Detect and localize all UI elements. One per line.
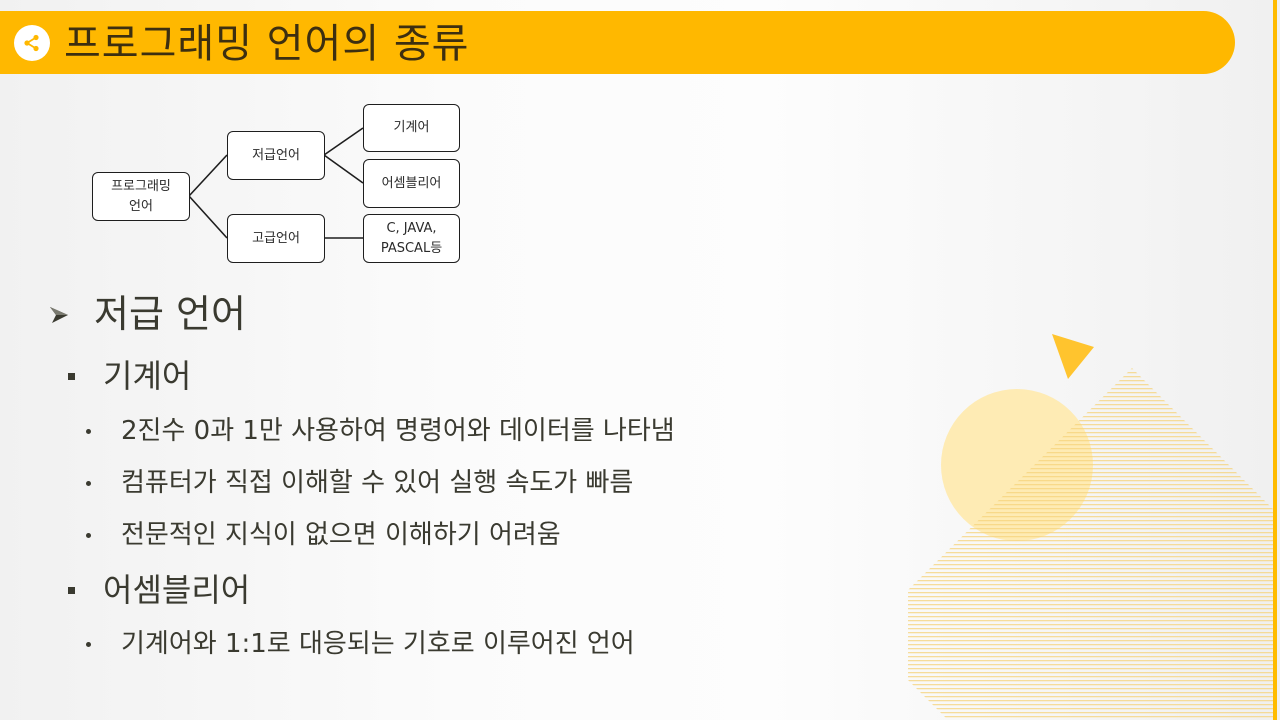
right-edge-accent-line [1273, 0, 1277, 720]
list-item-text: 2진수 0과 1만 사용하여 명령어와 데이터를 나타냄 [121, 416, 675, 446]
node-label-line2: 언어 [129, 198, 153, 214]
list-item: 컴퓨터가 직접 이해할 수 있어 실행 속도가 빠름 [86, 466, 633, 500]
diagram-connectors [188, 127, 364, 239]
node-label: 저급언어 [252, 147, 300, 163]
node-machine-language: 기계어 [363, 104, 460, 152]
node-label: 고급언어 [252, 230, 300, 246]
decor-hatched-diamond [908, 368, 1273, 720]
node-high-level-examples: C, JAVA, PASCAL등 [363, 214, 460, 263]
node-low-level-language: 저급언어 [227, 131, 325, 180]
decor-triangle [1052, 334, 1094, 379]
node-high-level-language: 고급언어 [227, 214, 325, 263]
node-label-line1: C, JAVA, [386, 220, 437, 236]
node-label-line1: 프로그래밍 [111, 178, 171, 194]
square-bullet-icon [68, 586, 75, 594]
title-bar [0, 11, 1235, 74]
dot-bullet-icon [86, 480, 91, 486]
square-bullet-icon [68, 372, 75, 380]
node-programming-language: 프로그래밍 언어 [92, 172, 190, 221]
list-item: 2진수 0과 1만 사용하여 명령어와 데이터를 나타냄 [86, 414, 675, 448]
list-item-text: 기계어와 1:1로 대응되는 기호로 이루어진 언어 [121, 629, 635, 659]
node-label: 어셈블리어 [381, 175, 442, 191]
heading-text: 저급 언어 [94, 292, 246, 336]
section-title: 기계어 [103, 357, 192, 395]
slide-title: 프로그래밍 언어의 종류 [64, 21, 470, 67]
node-label: 기계어 [393, 120, 430, 135]
list-item-text: 전문적인 지식이 없으면 이해하기 어려움 [121, 520, 561, 550]
section-title: 어셈블리어 [103, 571, 251, 609]
language-tree-diagram: 프로그래밍 언어 저급언어 고급언어 기계어 어셈블리어 C, JAVA, PA… [0, 0, 480, 280]
dot-bullet-icon [86, 532, 91, 538]
dot-bullet-icon [86, 428, 91, 434]
list-item: 전문적인 지식이 없으면 이해하기 어려움 [86, 518, 561, 552]
dot-bullet-icon [86, 641, 91, 647]
share-icon [14, 25, 50, 61]
arrow-bullet-icon [50, 307, 68, 323]
node-label-line2: PASCAL등 [380, 240, 443, 256]
node-assembly-language: 어셈블리어 [363, 159, 460, 208]
decor-circle [941, 389, 1093, 541]
list-item: 기계어와 1:1로 대응되는 기호로 이루어진 언어 [86, 627, 635, 661]
list-item-text: 컴퓨터가 직접 이해할 수 있어 실행 속도가 빠름 [121, 468, 634, 498]
heading-low-level-language: 저급 언어 [48, 290, 246, 338]
section-assembly-language: 어셈블리어 [68, 570, 250, 610]
section-machine-language: 기계어 [68, 356, 191, 396]
